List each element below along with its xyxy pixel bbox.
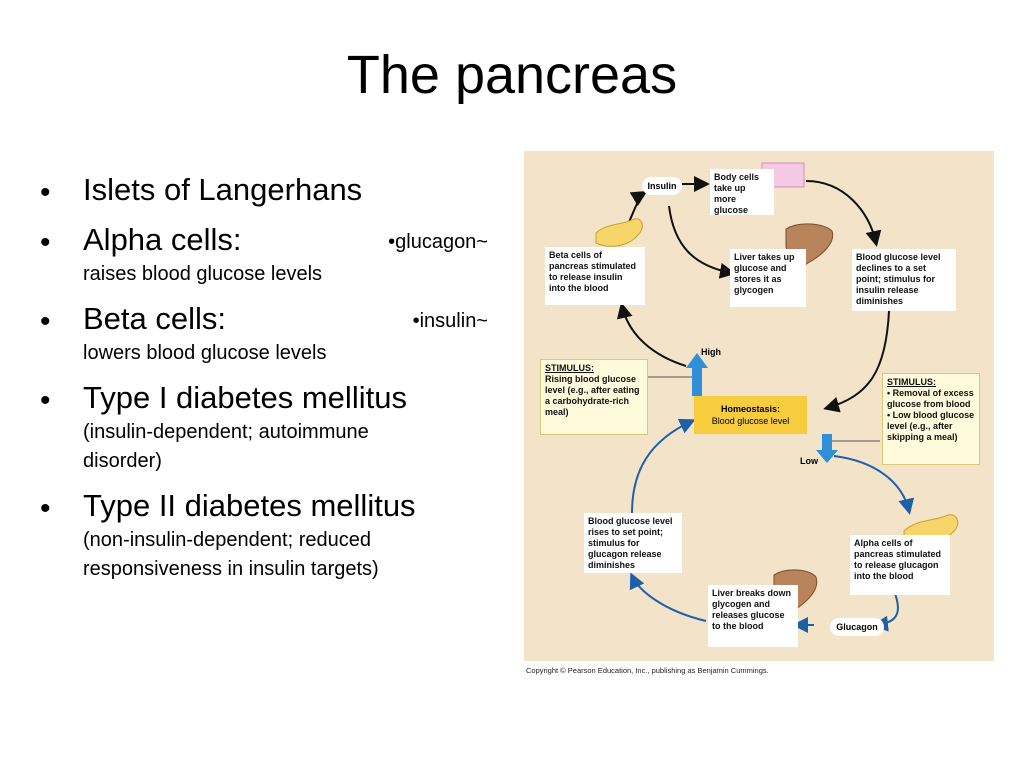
stimulus-right-item: • Removal of excess glucose from blood <box>887 388 974 409</box>
stimulus-right-box: STIMULUS: • Removal of excess glucose fr… <box>882 373 980 465</box>
bullet-dot-icon: • <box>40 305 51 338</box>
glucose-rises-box: Blood glucose level rises to set point; … <box>584 513 682 573</box>
bullet-dot-icon: • <box>40 384 51 417</box>
homeostasis-title: Homeostasis: <box>720 404 781 414</box>
stimulus-left-box: STIMULUS: Rising blood glucose level (e.… <box>540 359 648 435</box>
stimulus-left-title: STIMULUS: <box>545 363 594 373</box>
liver-breaks-box: Liver breaks down glycogen and releases … <box>708 585 798 647</box>
bullet-subtext: raises blood glucose levels <box>83 263 323 285</box>
bullet-dot-icon: • <box>40 226 51 259</box>
body-cells-box: Body cells take up more glucose <box>710 169 774 215</box>
bullet-text: Alpha cells: <box>83 222 242 257</box>
bullet-inline-note: •glucagon~ <box>388 231 488 253</box>
bullet-islets: • Islets of Langerhans <box>40 170 500 210</box>
bullet-alpha: • Alpha cells: •glucagon~ raises blood g… <box>40 220 500 289</box>
bullet-text: Islets of Langerhans <box>83 172 363 207</box>
low-label: Low <box>800 456 818 466</box>
bullet-list: • Islets of Langerhans • Alpha cells: •g… <box>40 170 500 594</box>
bullet-text: Beta cells: <box>83 301 227 336</box>
glucagon-label: Glucagon <box>830 618 884 636</box>
bullet-subtext: (insulin-dependent; autoimmune disorder) <box>83 421 369 472</box>
bullet-type1: • Type I diabetes mellitus (insulin-depe… <box>40 378 500 476</box>
homeostasis-box: Homeostasis: Blood glucose level <box>694 396 807 434</box>
bullet-inline-note: •insulin~ <box>412 310 488 332</box>
bullet-dot-icon: • <box>40 176 51 209</box>
beta-cells-box: Beta cells of pancreas stimulated to rel… <box>545 247 645 305</box>
liver-takes-box: Liver takes up glucose and stores it as … <box>730 249 806 307</box>
insulin-label: Insulin <box>642 177 682 195</box>
bullet-beta: • Beta cells: •insulin~ lowers blood glu… <box>40 299 500 368</box>
bullet-type2: • Type II diabetes mellitus (non-insulin… <box>40 486 500 584</box>
glucose-declines-box: Blood glucose level declines to a set po… <box>852 249 956 311</box>
bullet-text: Type I diabetes mellitus <box>83 380 407 415</box>
stimulus-right-title: STIMULUS: <box>887 377 936 387</box>
bullet-subtext: (non-insulin-dependent; reduced responsi… <box>83 529 379 580</box>
bullet-dot-icon: • <box>40 492 51 525</box>
stimulus-left-body: Rising blood glucose level (e.g., after … <box>545 374 640 417</box>
alpha-cells-box: Alpha cells of pancreas stimulated to re… <box>850 535 950 595</box>
slide-title: The pancreas <box>346 45 678 105</box>
homeostasis-body: Blood glucose level <box>711 416 790 426</box>
stimulus-right-item: • Low blood glucose level (e.g., after s… <box>887 410 975 442</box>
high-label: High <box>701 347 721 357</box>
pancreas-icon <box>595 218 643 247</box>
bullet-text: Type II diabetes mellitus <box>83 488 416 523</box>
glucose-regulation-diagram: Insulin Body cells take up more glucose … <box>524 151 994 661</box>
bullet-subtext: lowers blood glucose levels <box>83 342 327 364</box>
copyright-notice: Copyright © Pearson Education, Inc., pub… <box>526 666 769 675</box>
